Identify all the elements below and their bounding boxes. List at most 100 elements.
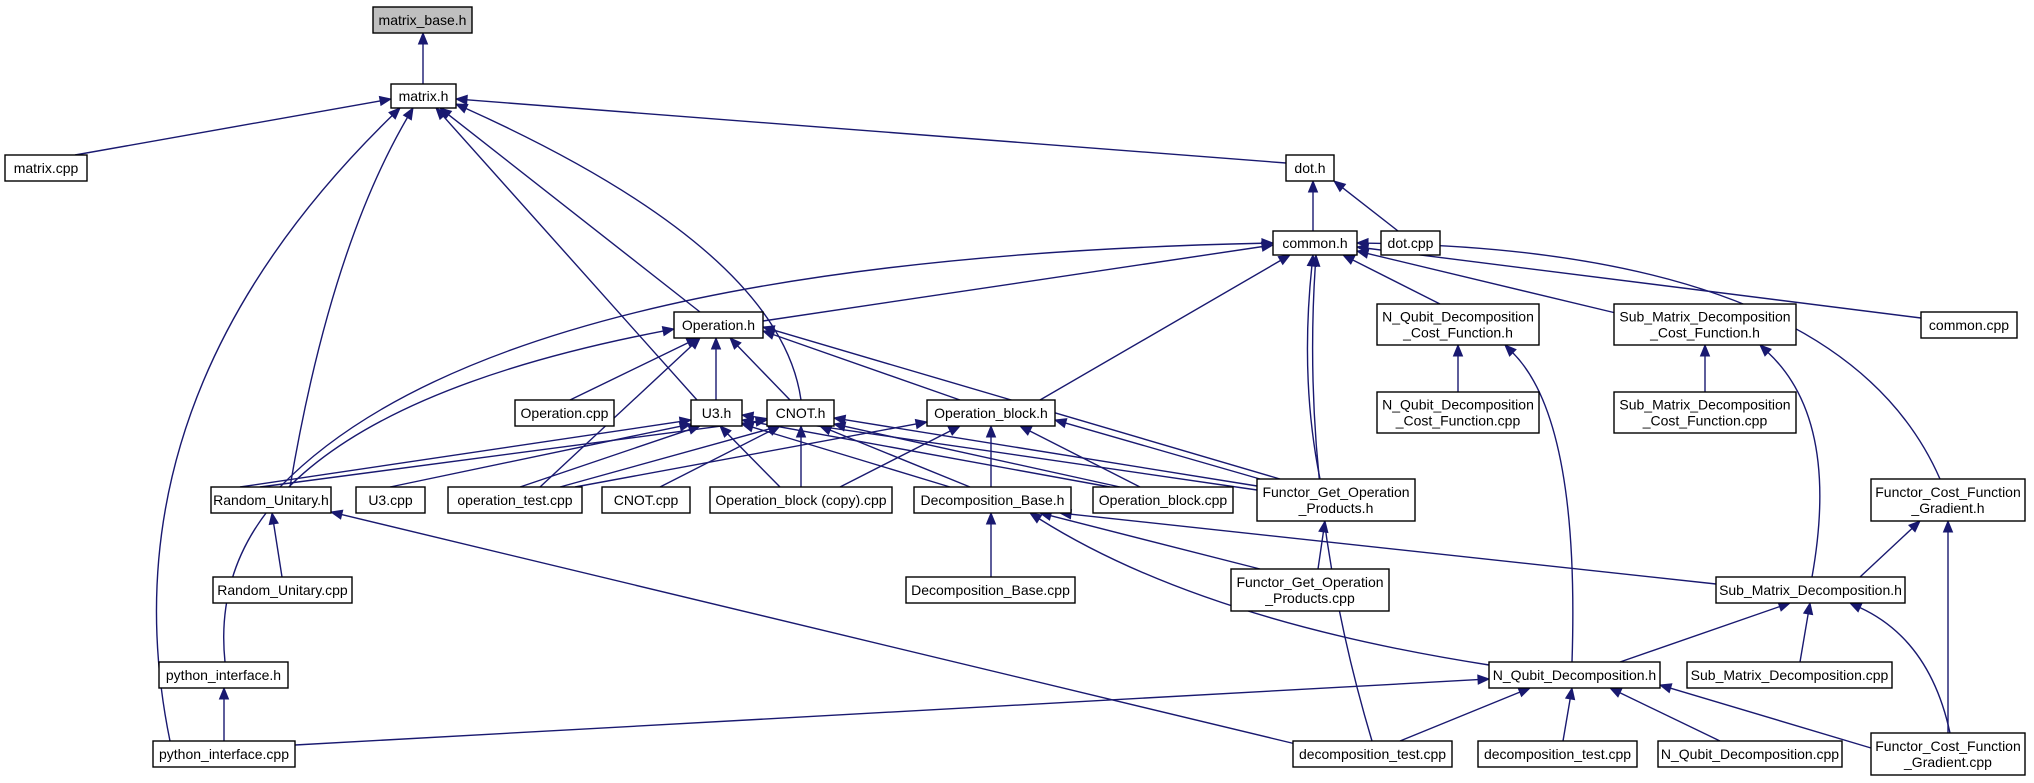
arrowhead-icon bbox=[1848, 602, 1863, 613]
edge-smd_h-to-decomp_base_h bbox=[1070, 513, 1717, 585]
node-opblock-h[interactable]: Operation_block.h bbox=[926, 399, 1056, 427]
edge-fgop_cpp-to-decomp_base_h bbox=[1050, 515, 1261, 570]
node-label: Decomposition_Base.cpp bbox=[911, 582, 1070, 598]
node-box bbox=[1092, 486, 1234, 514]
node-cnot-cpp[interactable]: CNOT.cpp bbox=[601, 486, 691, 514]
node-fgop-h[interactable]: Functor_Get_Operation_Products.h bbox=[1256, 478, 1416, 522]
node-operation-test-cpp[interactable]: operation_test.cpp bbox=[447, 486, 583, 514]
node-matrix-h[interactable]: matrix.h bbox=[390, 83, 457, 109]
node-label: N_Qubit_Decomposition.cpp bbox=[1661, 746, 1839, 762]
node-box bbox=[447, 486, 583, 514]
arrowhead-icon bbox=[1699, 343, 1711, 357]
node-smd-h[interactable]: Sub_Matrix_Decomposition.h bbox=[1715, 576, 1906, 604]
arrowhead-icon bbox=[1477, 674, 1491, 685]
node-common-h[interactable]: common.h bbox=[1272, 230, 1358, 256]
node-smdcf-cpp[interactable]: Sub_Matrix_Decomposition_Cost_Function.c… bbox=[1613, 391, 1797, 434]
node-label: Functor_Cost_Function_Gradient.h bbox=[1875, 484, 2021, 516]
node-label: Operation.cpp bbox=[521, 405, 609, 421]
node-box bbox=[212, 576, 353, 604]
node-common-cpp[interactable]: common.cpp bbox=[1920, 311, 2018, 339]
arrowhead-icon bbox=[832, 414, 847, 426]
node-box bbox=[390, 83, 457, 109]
node-box bbox=[1376, 303, 1540, 346]
node-fcfg-cpp[interactable]: Functor_Cost_Function_Gradient.cpp bbox=[1870, 732, 2026, 776]
node-smd-cpp[interactable]: Sub_Matrix_Decomposition.cpp bbox=[1686, 661, 1893, 689]
node-box bbox=[709, 486, 893, 514]
node-u3-h[interactable]: U3.h bbox=[690, 399, 743, 427]
edge-smd_h-to-fcfg_h bbox=[1859, 527, 1913, 578]
node-label: Random_Unitary.cpp bbox=[217, 582, 348, 598]
node-decomp-base-h[interactable]: Decomposition_Base.h bbox=[913, 486, 1072, 514]
edge-operation_cpp-to-operation_h bbox=[569, 342, 689, 401]
node-operation-h[interactable]: Operation.h bbox=[673, 311, 764, 339]
edge-fgop_h-to-cnot_h bbox=[844, 419, 1258, 487]
arrowhead-icon bbox=[985, 424, 997, 438]
node-fcfg-h[interactable]: Functor_Cost_Function_Gradient.h bbox=[1870, 478, 2026, 522]
edge-cnot_cpp-to-cnot_h bbox=[659, 430, 771, 488]
node-operation-cpp[interactable]: Operation.cpp bbox=[514, 399, 615, 427]
edge-decomp_base_h-to-cnot_h bbox=[829, 429, 971, 488]
node-nqdcf-cpp[interactable]: N_Qubit_Decomposition_Cost_Function.cpp bbox=[1376, 391, 1540, 434]
arrowhead-icon bbox=[402, 106, 414, 121]
arrowhead-icon bbox=[1504, 344, 1517, 357]
edge-smd_h-to-smdcf_h bbox=[1767, 352, 1821, 578]
edge-random_unitary_cpp-to-random_unitary_h bbox=[273, 523, 283, 578]
arrowhead-icon bbox=[795, 424, 807, 438]
arrowhead-icon bbox=[1341, 254, 1356, 265]
edge-nqdcf_h-to-common_h bbox=[1352, 259, 1441, 305]
arrowhead-icon bbox=[719, 425, 732, 438]
node-box bbox=[913, 486, 1072, 514]
node-box bbox=[1715, 576, 1906, 604]
arrowhead-icon bbox=[454, 94, 468, 106]
node-box bbox=[1376, 391, 1540, 434]
node-nqd-h[interactable]: N_Qubit_Decomposition.h bbox=[1488, 661, 1661, 689]
node-dot-cpp[interactable]: dot.cpp bbox=[1380, 230, 1441, 256]
node-box bbox=[673, 311, 764, 339]
node-label: matrix.h bbox=[399, 88, 449, 104]
node-label: Operation_block.h bbox=[934, 405, 1048, 421]
edge-random_unitary_h-to-matrix_h bbox=[289, 117, 409, 488]
node-python-interface-cpp[interactable]: python_interface.cpp bbox=[152, 740, 296, 768]
arrowhead-icon bbox=[388, 107, 401, 120]
arrowhead-icon bbox=[1018, 425, 1033, 436]
node-dot-h[interactable]: dot.h bbox=[1285, 154, 1335, 182]
node-smdcf-h[interactable]: Sub_Matrix_Decomposition_Cost_Function.h bbox=[1613, 303, 1797, 346]
edge-cnot_h-to-matrix_h bbox=[465, 107, 802, 401]
node-decomposition-test-cpp-b[interactable]: decomposition_test.cpp bbox=[1477, 740, 1638, 768]
node-label: Decomposition_Base.h bbox=[921, 492, 1065, 508]
node-matrix-base-h[interactable]: matrix_base.h bbox=[372, 6, 473, 34]
edge-fgop_h-to-u3_h bbox=[752, 415, 1258, 491]
node-opblock-cpp[interactable]: Operation_block.cpp bbox=[1092, 486, 1234, 514]
node-box bbox=[905, 576, 1076, 604]
node-cnot-h[interactable]: CNOT.h bbox=[766, 399, 835, 427]
node-opblock-copy-cpp[interactable]: Operation_block (copy).cpp bbox=[709, 486, 893, 514]
node-box bbox=[766, 399, 835, 427]
node-random-unitary-cpp[interactable]: Random_Unitary.cpp bbox=[212, 576, 353, 604]
node-fgop-cpp[interactable]: Functor_Get_Operation_Products.cpp bbox=[1230, 568, 1390, 612]
node-label: operation_test.cpp bbox=[457, 492, 572, 508]
arrowhead-icon bbox=[1028, 512, 1043, 524]
edge-operation_test_cpp-to-u3_h bbox=[519, 428, 690, 488]
arrowhead-icon bbox=[435, 107, 448, 121]
edge-fgop_cpp-to-fgop_h bbox=[1317, 531, 1325, 570]
node-python-interface-h[interactable]: python_interface.h bbox=[158, 661, 289, 689]
node-nqd-cpp[interactable]: N_Qubit_Decomposition.cpp bbox=[1657, 740, 1843, 768]
arrowhead-icon bbox=[1318, 519, 1329, 534]
arrowhead-icon bbox=[1310, 253, 1321, 267]
node-box bbox=[372, 6, 473, 34]
node-matrix-cpp[interactable]: matrix.cpp bbox=[4, 154, 88, 182]
arrowhead-icon bbox=[740, 411, 755, 422]
node-nqdcf-h[interactable]: N_Qubit_Decomposition_Cost_Function.h bbox=[1376, 303, 1540, 346]
node-u3-cpp[interactable]: U3.cpp bbox=[355, 486, 426, 514]
node-decomposition-test-cpp-a[interactable]: decomposition_test.cpp bbox=[1292, 740, 1453, 768]
node-box bbox=[1380, 230, 1441, 256]
node-box bbox=[4, 154, 88, 182]
node-box bbox=[926, 399, 1056, 427]
node-label: matrix_base.h bbox=[379, 12, 467, 28]
node-random-unitary-h[interactable]: Random_Unitary.h bbox=[210, 486, 332, 514]
node-box bbox=[1285, 154, 1335, 182]
node-label: Sub_Matrix_Decomposition.h bbox=[1719, 582, 1902, 598]
arrowhead-icon bbox=[729, 337, 742, 350]
node-decomp-base-cpp[interactable]: Decomposition_Base.cpp bbox=[905, 576, 1076, 604]
arrowhead-icon bbox=[329, 509, 344, 520]
